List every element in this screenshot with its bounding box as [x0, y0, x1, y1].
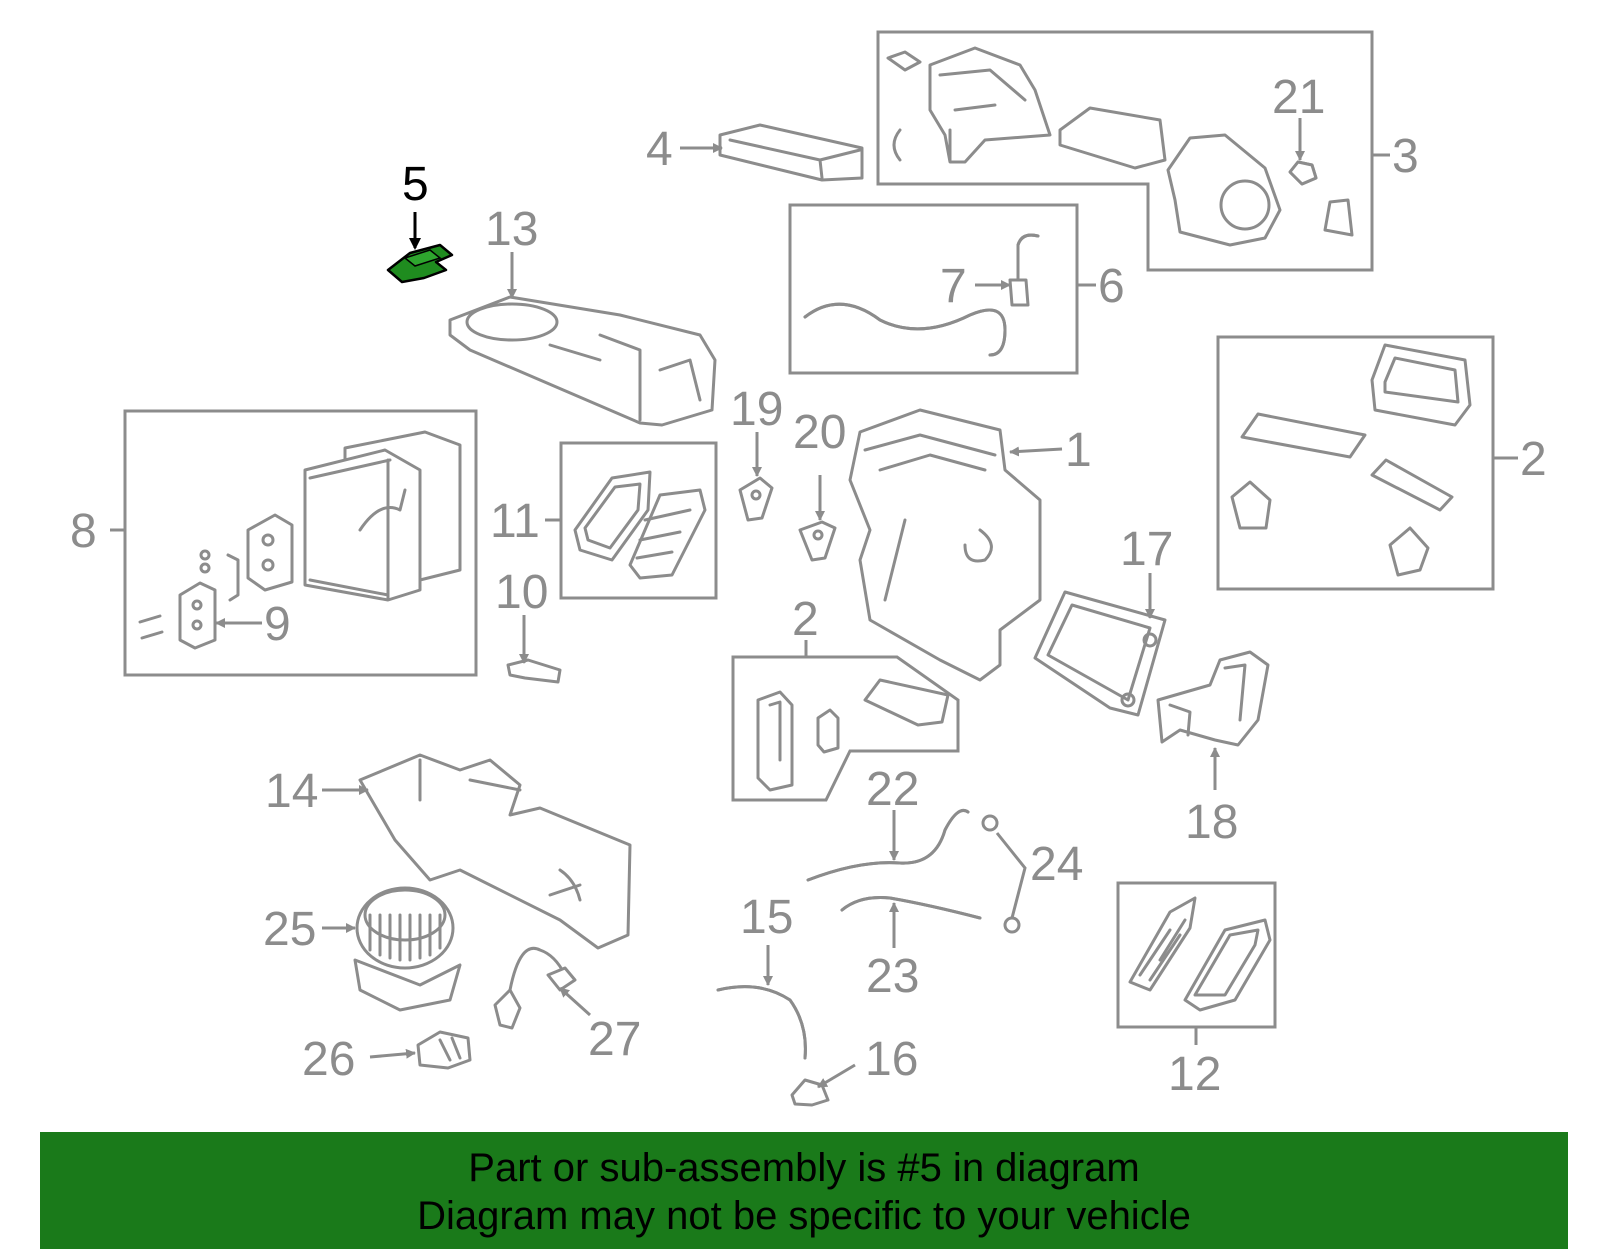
leader-1 [1009, 446, 1063, 457]
callout-6: 6 [1098, 260, 1125, 313]
part-10 [506, 658, 562, 684]
part-26 [416, 1030, 472, 1070]
callout-13: 13 [485, 203, 538, 256]
callout-17: 17 [1120, 523, 1173, 576]
part-17 [1033, 590, 1167, 717]
callout-23: 23 [866, 950, 919, 1003]
leader-26 [369, 1048, 416, 1059]
group-box-6 [788, 203, 1079, 375]
callout-5[interactable]: 5 [402, 158, 429, 211]
callout-18: 18 [1185, 796, 1238, 849]
callout-1: 1 [1065, 424, 1092, 477]
callout-19: 19 [730, 383, 783, 436]
info-banner: Part or sub-assembly is #5 in diagram Di… [40, 1132, 1568, 1249]
part-22 [806, 809, 970, 882]
callout-7: 7 [940, 260, 967, 313]
part-6 [803, 233, 1040, 357]
part-4 [718, 123, 864, 182]
part-13 [448, 295, 717, 427]
callout-10: 10 [495, 566, 548, 619]
callout-20: 20 [793, 406, 846, 459]
callout-24: 24 [1030, 838, 1083, 891]
part-27 [493, 947, 577, 1030]
part-8 [138, 430, 462, 650]
part-3 [886, 46, 1354, 247]
part-20 [798, 520, 837, 562]
banner-line-2: Diagram may not be specific to your vehi… [417, 1194, 1191, 1238]
callout-14: 14 [265, 765, 318, 818]
part-5-highlighted[interactable] [386, 243, 454, 284]
callout-16: 16 [865, 1033, 918, 1086]
leader-27 [558, 986, 592, 1017]
group-box-3 [876, 30, 1374, 272]
part-2-right-gaskets [1230, 343, 1472, 577]
callout-3: 3 [1392, 130, 1419, 183]
callout-15: 15 [740, 891, 793, 944]
part-1 [848, 408, 1042, 682]
callout-9: 9 [264, 598, 291, 651]
part-23 [840, 896, 982, 920]
callout-25: 25 [263, 903, 316, 956]
callout-4: 4 [646, 123, 673, 176]
leader-16 [817, 1063, 856, 1089]
part-21 [1288, 160, 1318, 186]
part-14 [358, 753, 632, 950]
part-19 [738, 476, 774, 522]
leader-24 [995, 832, 1027, 919]
part-25 [353, 886, 462, 1012]
part-18 [1156, 650, 1270, 747]
callout-2b: 2 [792, 593, 819, 646]
group-box-2-right [1216, 335, 1495, 591]
callout-11: 11 [490, 495, 540, 548]
callout-21: 21 [1272, 71, 1325, 124]
callout-12: 12 [1168, 1048, 1221, 1101]
banner-line-1: Part or sub-assembly is #5 in diagram [468, 1146, 1140, 1190]
callout-27: 27 [588, 1013, 641, 1066]
part-15 [716, 985, 807, 1060]
part-11 [573, 470, 707, 580]
callout-22: 22 [866, 763, 919, 816]
callout-2a: 2 [1520, 433, 1547, 486]
callout-26: 26 [302, 1033, 355, 1086]
group-box-2-lower [731, 655, 960, 802]
callout-8: 8 [70, 505, 97, 558]
part-12 [1128, 896, 1272, 1012]
group-box-8 [123, 409, 478, 677]
part-2-lower-gaskets [756, 678, 950, 792]
